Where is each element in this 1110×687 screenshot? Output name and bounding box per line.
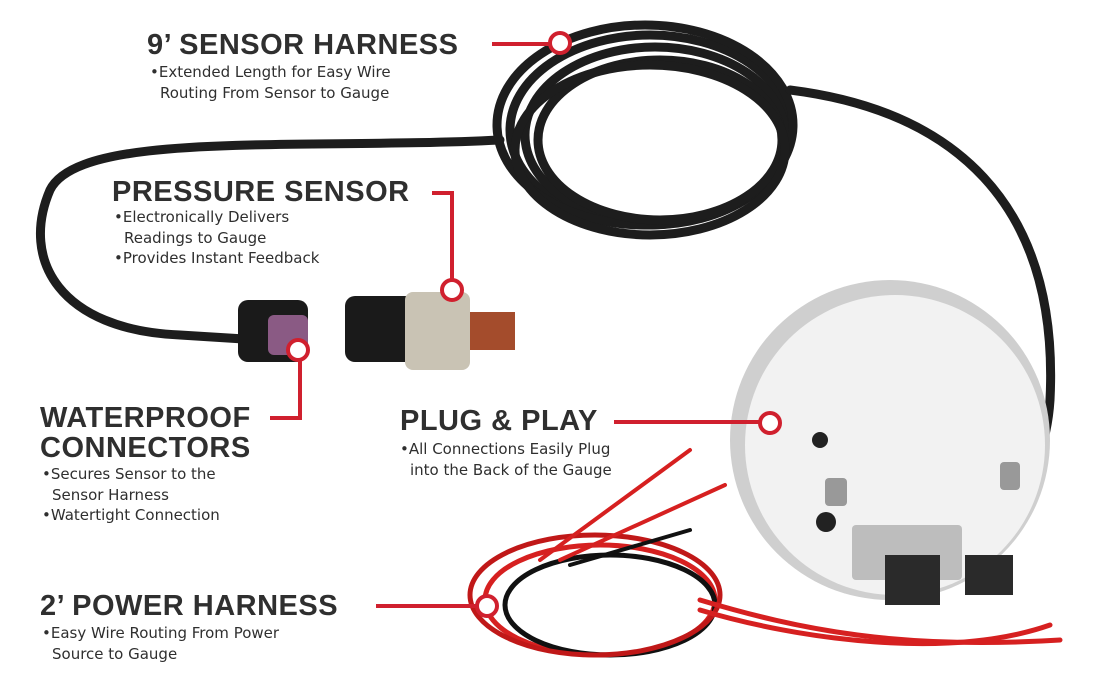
gauge xyxy=(730,280,1050,605)
waterproof-connectors-bullets: •Secures Sensor to the Sensor Harness •W… xyxy=(42,464,220,526)
pressure-sensor-bullets: •Electronically Delivers Readings to Gau… xyxy=(114,207,319,269)
bullet: •Watertight Connection xyxy=(42,506,220,524)
title-line: CONNECTORS xyxy=(40,432,251,464)
bullet: •Electronically Delivers xyxy=(114,208,290,226)
bullet-continued: into the Back of the Gauge xyxy=(410,460,612,479)
marker-pressure-sensor xyxy=(440,278,464,302)
plug-and-play-bullets: •All Connections Easily Plug into the Ba… xyxy=(400,439,612,480)
bullet: •Provides Instant Feedback xyxy=(114,249,320,267)
bullet: •Easy Wire Routing From Power xyxy=(42,624,280,642)
sensor-harness-title: 9’ SENSOR HARNESS xyxy=(147,29,459,61)
marker-sensor-harness xyxy=(548,31,572,55)
marker-plug-and-play xyxy=(758,411,782,435)
bullet-continued: Sensor Harness xyxy=(52,485,169,504)
marker-power-harness xyxy=(475,594,499,618)
callout-lines xyxy=(270,42,759,608)
bullet-continued: Routing From Sensor to Gauge xyxy=(160,83,390,102)
bullet: •All Connections Easily Plug xyxy=(400,440,611,458)
callout-markers xyxy=(286,31,782,618)
plug-and-play-title: PLUG & PLAY xyxy=(400,405,598,437)
bullet: •Extended Length for Easy Wire xyxy=(150,63,391,81)
bullet-continued: Readings to Gauge xyxy=(124,228,267,247)
connector-and-sensor xyxy=(238,292,515,370)
power-harness-bullets: •Easy Wire Routing From Power Source to … xyxy=(42,623,279,664)
pressure-sensor-title: PRESSURE SENSOR xyxy=(112,176,410,208)
marker-waterproof-connectors xyxy=(286,338,310,362)
power-harness-wires xyxy=(467,448,1063,658)
waterproof-connectors-title: WATERPROOF CONNECTORS xyxy=(40,403,251,463)
power-harness-title: 2’ POWER HARNESS xyxy=(40,590,339,622)
sensor-harness-bullets: •Extended Length for Easy Wire Routing F… xyxy=(150,62,391,103)
title-line: WATERPROOF xyxy=(40,402,251,434)
bullet-continued: Source to Gauge xyxy=(52,644,178,663)
bullet: •Secures Sensor to the xyxy=(42,465,216,483)
